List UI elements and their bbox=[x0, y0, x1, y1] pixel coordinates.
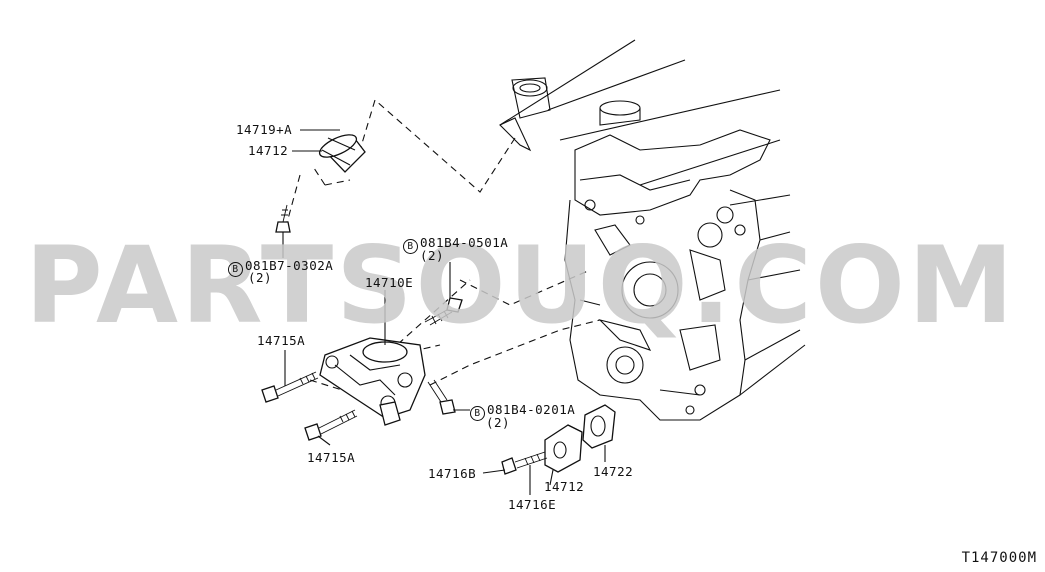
leader-lines bbox=[282, 129, 606, 495]
bolt-0201a-part bbox=[427, 379, 456, 415]
label-14715a-2: 14715A bbox=[307, 450, 356, 465]
label-14716b: 14716B bbox=[428, 466, 477, 481]
label-bolt-0302a-qty: (2) bbox=[248, 270, 273, 285]
engine-block-drawing bbox=[499, 39, 806, 421]
stud-nut-part bbox=[501, 451, 548, 475]
label-bolt-0501a-qty: (2) bbox=[420, 248, 445, 263]
housing-assembly-part bbox=[319, 337, 426, 426]
diagram-reference-code: T147000M bbox=[961, 550, 1037, 566]
label-14716e: 14716E bbox=[508, 497, 557, 512]
bolt-symbol-icon: B bbox=[228, 262, 243, 277]
bolt-0501a-part bbox=[424, 297, 463, 326]
outlet-flange-part bbox=[544, 424, 583, 473]
label-14715a-1: 14715A bbox=[257, 333, 306, 348]
bolt-0201a-code: 081B4-0201A bbox=[487, 402, 576, 417]
bolt-symbol-icon: B bbox=[470, 406, 485, 421]
gasket-part bbox=[582, 404, 616, 449]
label-bolt-0201a-qty: (2) bbox=[486, 415, 511, 430]
bolt-0302a-part bbox=[275, 204, 291, 233]
label-14712-top: 14712 bbox=[248, 143, 289, 158]
bolt-symbol-icon: B bbox=[403, 239, 418, 254]
hose-elbow-part bbox=[318, 134, 366, 173]
long-bolt-lower-part bbox=[304, 409, 358, 441]
long-bolt-upper-part bbox=[261, 371, 319, 403]
bolt-0302a-code: 081B7-0302A bbox=[245, 258, 334, 273]
bolt-0501a-code: 081B4-0501A bbox=[420, 235, 509, 250]
label-14710e: 14710E bbox=[365, 275, 414, 290]
label-14712-bottom: 14712 bbox=[544, 479, 585, 494]
label-14722: 14722 bbox=[593, 464, 634, 479]
label-14719a: 14719+A bbox=[236, 122, 293, 137]
